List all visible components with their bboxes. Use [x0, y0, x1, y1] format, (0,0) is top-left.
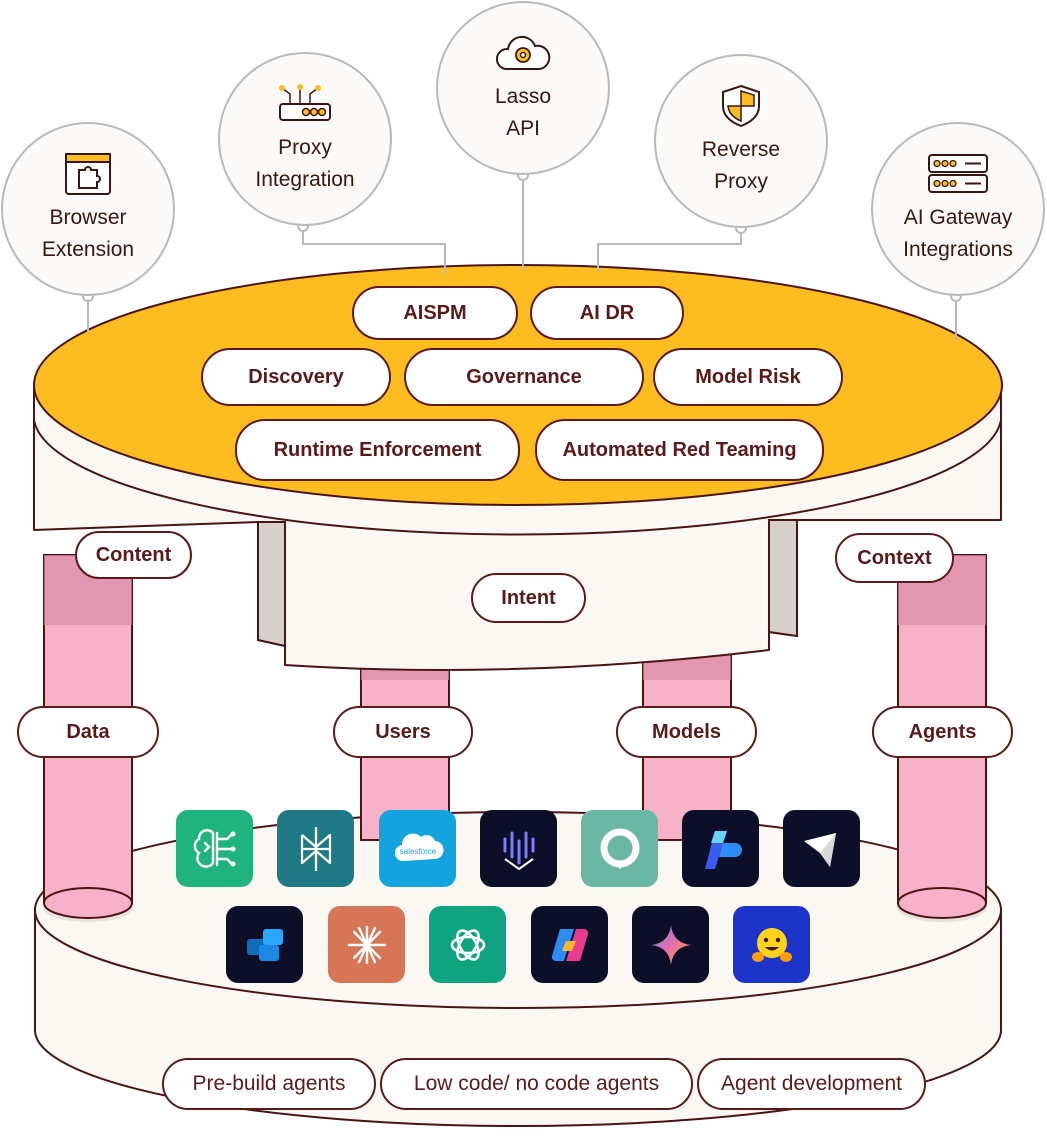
claude-logo — [328, 906, 405, 983]
agent-type-pre-build: Pre-build agents — [162, 1058, 376, 1110]
shield-icon — [722, 84, 760, 128]
channel-line2: Extension — [41, 238, 135, 261]
cloud-gear-icon — [496, 35, 551, 70]
capability-ai-dr: AI DR — [530, 286, 684, 340]
deep-sight-logo — [480, 810, 557, 887]
channel-line2: Integration — [255, 168, 355, 191]
capability-governance: Governance — [404, 348, 644, 406]
perplexity-logo — [277, 810, 354, 887]
brain-circuit-logo — [176, 810, 253, 887]
capability-runtime-enforcement: Runtime Enforcement — [235, 419, 520, 481]
gemini-logo — [632, 906, 709, 983]
circle-ring-logo — [581, 810, 658, 887]
channel-line2: Integrations — [903, 238, 1013, 261]
channel-line1: Browser — [49, 206, 127, 229]
salesforce-wordmark: salesforce — [399, 847, 436, 856]
power-apps-logo — [226, 906, 303, 983]
channel-line1: Proxy — [278, 136, 332, 159]
capability-discovery: Discovery — [201, 348, 391, 406]
capability-automated-red-teaming: Automated Red Teaming — [535, 419, 824, 481]
server-rack-icon — [928, 154, 988, 193]
router-icon — [279, 84, 331, 121]
agent-type-low-code: Low code/ no code agents — [380, 1058, 693, 1110]
capability-model-risk: Model Risk — [653, 348, 843, 406]
channel-line1: AI Gateway — [903, 206, 1013, 229]
signal-content: Content — [75, 531, 192, 579]
signal-intent: Intent — [471, 573, 586, 623]
chatgpt-logo — [429, 906, 506, 983]
signal-context: Context — [835, 533, 954, 583]
pillar-label-agents: Agents — [872, 706, 1013, 758]
channel-line2: Proxy — [714, 170, 768, 193]
hugging-face-logo — [733, 906, 810, 983]
salesforce-logo: salesforce — [379, 810, 456, 887]
channel-line1: Reverse — [701, 138, 781, 161]
channel-connectors — [87, 175, 957, 340]
pillar-label-models: Models — [616, 706, 757, 758]
pillar-label-users: Users — [333, 706, 473, 758]
microsoft-copilot-logo — [531, 906, 608, 983]
channel-line2: API — [506, 117, 540, 140]
channel-line1: Lasso — [494, 85, 552, 108]
pillar-label-data: Data — [17, 706, 159, 758]
agent-type-development: Agent development — [697, 1058, 926, 1110]
microsoft-copilot-studio-logo — [682, 810, 759, 887]
capability-aispm: AISPM — [352, 286, 518, 340]
cursor-logo — [783, 810, 860, 887]
puzzle-browser-icon — [65, 153, 111, 195]
